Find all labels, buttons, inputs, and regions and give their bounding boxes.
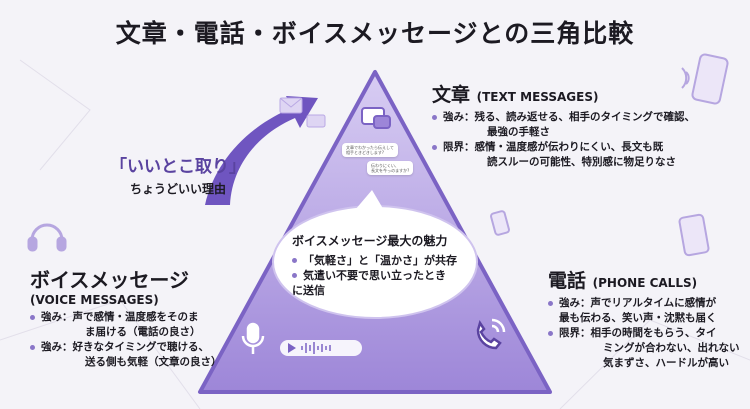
center-point: 気遣い不要で思い立ったときに送信 <box>292 268 472 298</box>
voice-messages-section: ボイスメッセージ (VOICE MESSAGES) 強み：声で感情・温度感をその… <box>30 264 230 370</box>
headphones-icon <box>27 223 67 252</box>
phone-heading-en: (PHONE CALLS) <box>592 276 698 290</box>
phone-limit: 限界：相手の時間をもらう、タイミングが合わない、出れない気まずさ、ハードルが高い <box>548 326 748 371</box>
upward-arrow <box>205 96 318 205</box>
page-title: 文章・電話・ボイスメッセージとの三角比較 <box>115 19 635 48</box>
chat-text: 伝わりにくい、 <box>371 163 399 168</box>
text-limit: 限界：感情・温度感が伝わりにくい、長文も既読スルーの可能性、特別感に物足りなさ <box>432 140 732 170</box>
text-heading-en: (TEXT MESSAGES) <box>476 90 599 104</box>
phone-calls-section: 電話 (PHONE CALLS) 強み：声でリアルタイムに感情が最も伝わる、笑い… <box>548 266 748 371</box>
chat-bubble: 伝わりにくい、長文を今っのますか? <box>367 161 414 175</box>
center-title: ボイスメッセージ最大の魅力 <box>292 234 448 248</box>
voice-heading: ボイスメッセージ <box>30 268 189 292</box>
phone-heading: 電話 <box>548 270 587 292</box>
chat-text: 相手ときどきします? <box>346 150 385 155</box>
text-heading: 文章 <box>432 84 471 106</box>
voice-strength: 強み：声で感情・温度感をそのまま届ける（電話の良さ） <box>30 310 230 340</box>
phone-call-icon <box>476 318 506 350</box>
smartphone-icon <box>490 53 729 257</box>
text-messages-section: 文章 (TEXT MESSAGES) 強み：残る、読み返せる、相手のタイミングで… <box>432 80 732 170</box>
voice-strength: 強み：好きなタイミングで聴ける、送る側も気軽（文章の良さ） <box>30 340 230 370</box>
chat-icon <box>361 107 391 129</box>
chat-text: 長文を今っのますか? <box>371 168 410 173</box>
voice-heading-en: (VOICE MESSAGES) <box>30 293 159 307</box>
audio-player-bar <box>280 340 362 356</box>
phone-strength: 強み：声でリアルタイムに感情が最も伝わる、笑い声・沈黙も届く <box>548 296 748 326</box>
center-point: 「気軽さ」と「温かさ」が共存 <box>292 253 472 268</box>
chat-bubble: 文章でわかったら伝えして相手ときどきします? <box>342 143 398 157</box>
catchphrase: 「いいとこ取り」 ちょうどいい理由 <box>108 152 248 197</box>
catchphrase-main: 「いいとこ取り」 <box>110 157 246 177</box>
chat-text: 文章でわかったら伝えして <box>346 145 394 150</box>
text-strength: 強み：残る、読み返せる、相手のタイミングで確認、最強の手軽さ <box>432 110 732 140</box>
catchphrase-sub: ちょうどいい理由 <box>129 182 226 196</box>
envelope-icon <box>279 97 326 128</box>
center-highlight: ボイスメッセージ最大の魅力 「気軽さ」と「温かさ」が共存 気遣い不要で思い立った… <box>292 232 472 298</box>
microphone-icon <box>241 322 265 354</box>
